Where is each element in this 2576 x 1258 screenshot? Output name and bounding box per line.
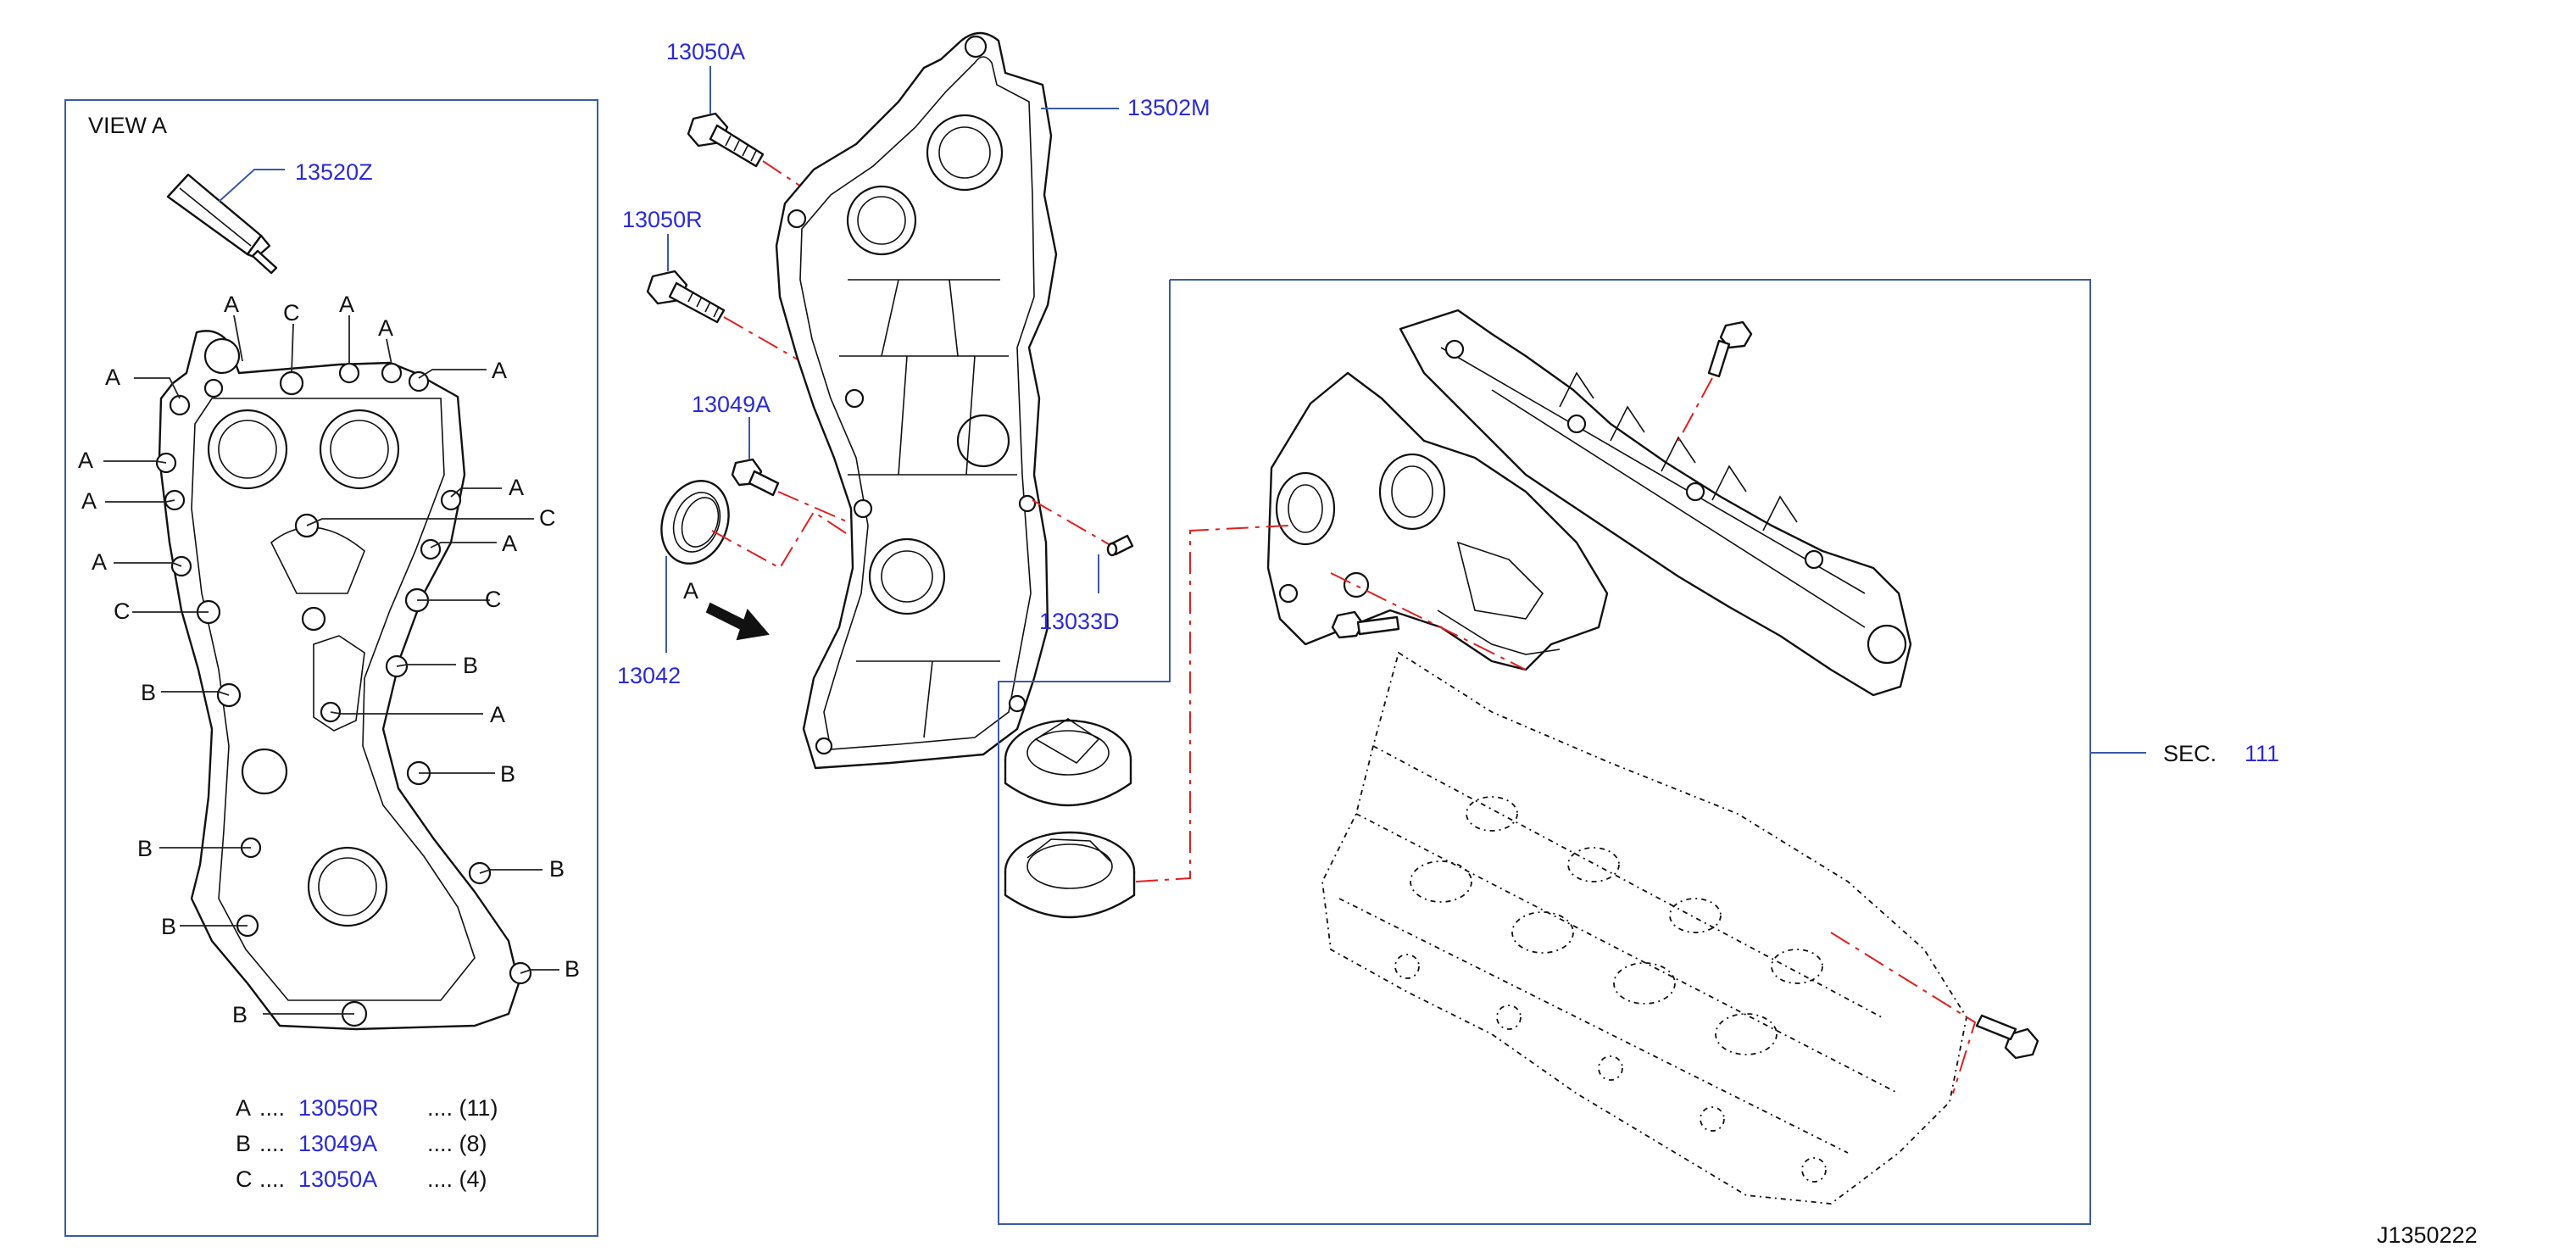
part-13042[interactable]: 13042 — [617, 663, 681, 688]
part-13033d[interactable]: 13033D — [1039, 609, 1120, 634]
cam-phaser-lower — [1004, 831, 1136, 919]
bolt-callout-leaders — [103, 314, 559, 1015]
legend-dots: .... — [259, 1166, 285, 1192]
bolt-letter-b: B — [141, 680, 156, 705]
legend-part[interactable]: 13049A — [298, 1131, 377, 1156]
legend-letter: A — [236, 1095, 251, 1121]
front-cover-13502m — [775, 31, 1058, 770]
pump-housing — [1266, 371, 1609, 671]
centerline — [1677, 377, 1713, 442]
bolt-letter-a: A — [92, 549, 107, 575]
legend-qty: .... (4) — [427, 1166, 487, 1192]
legend-dots: .... — [259, 1131, 285, 1156]
sec-number[interactable]: 111 — [2245, 741, 2279, 766]
bolt-13049a-icon — [731, 458, 780, 497]
view-arrow-label: A — [683, 578, 698, 604]
bolt-letter-b: B — [565, 956, 580, 982]
bolt-letter-a: A — [78, 448, 93, 473]
cam-phaser-upper — [1004, 718, 1132, 807]
legend-qty: .... (11) — [427, 1095, 498, 1121]
centerline — [1330, 572, 1476, 645]
bolt-letter-c: C — [485, 587, 502, 612]
part-13049a[interactable]: 13049A — [692, 392, 771, 417]
bolt-13050r-icon — [646, 270, 726, 324]
bolt-legend: A .... 13050R .... (11) B .... 13049A ..… — [236, 1095, 498, 1192]
timing-cover-view-a — [155, 330, 532, 1031]
bolt-letter-a: A — [81, 488, 97, 514]
centerline — [1830, 932, 1977, 1094]
part-13502m[interactable]: 13502M — [1127, 95, 1210, 120]
sec-111-frame — [998, 279, 2091, 1225]
centerline — [1474, 643, 1527, 671]
part-13050a[interactable]: 13050A — [666, 39, 745, 64]
bolt-letter-a: A — [502, 531, 517, 556]
bolt-letter-a: A — [492, 358, 507, 383]
legend-letter: C — [236, 1166, 253, 1192]
bolt-letter-c: C — [114, 598, 131, 624]
view-a-frame — [64, 99, 598, 1237]
head-bolt-icon — [1975, 1014, 2039, 1060]
centerline — [723, 316, 848, 389]
camshaft-bracket — [1399, 309, 1912, 697]
bolt-letter-a: A — [490, 702, 505, 727]
centerline — [777, 491, 857, 526]
bolt-letter-b: B — [232, 1002, 248, 1027]
view-arrow-icon — [705, 602, 770, 641]
oil-seal-icon — [660, 480, 730, 565]
bolt-letter-a: A — [339, 292, 354, 317]
part-13050r[interactable]: 13050R — [622, 207, 703, 232]
view-a-title: VIEW A — [88, 113, 167, 138]
centerline — [1135, 525, 1289, 882]
bolt-letter-c: C — [283, 300, 300, 326]
legend-part[interactable]: 13050A — [298, 1166, 377, 1192]
dowel-pin-icon — [1106, 534, 1134, 557]
bolt-letter-b: B — [500, 761, 515, 787]
sealant-tube-icon — [166, 173, 278, 275]
bolt-letter-a: A — [105, 365, 120, 390]
bolt-letter-b: B — [549, 856, 565, 882]
legend-dots: .... — [259, 1095, 285, 1121]
bolt-13050a-icon — [687, 112, 765, 168]
part-13520z[interactable]: 13520Z — [295, 159, 373, 185]
sec-label: SEC. — [2163, 741, 2217, 766]
pump-bolt-icon — [1331, 610, 1400, 639]
bolt-letter-a: A — [224, 292, 239, 317]
bolt-letter-b: B — [161, 914, 176, 939]
leader-13520z — [218, 169, 285, 203]
bolt-letter-a: A — [509, 475, 524, 500]
bolt-letter-c: C — [539, 505, 556, 531]
centerline — [711, 510, 874, 570]
legend-letter: B — [236, 1131, 251, 1156]
bolt-letter-b: B — [137, 836, 153, 861]
bolt-letter-b: B — [463, 653, 478, 678]
bolt-letter-a: A — [378, 315, 393, 341]
centerline — [1032, 499, 1110, 545]
bracket-bolt-icon — [1707, 320, 1753, 378]
cylinder-head-ghost — [1321, 651, 1967, 1205]
diagram-code: J1350222 — [2377, 1222, 2478, 1248]
legend-qty: .... (8) — [427, 1131, 487, 1156]
legend-part[interactable]: 13050R — [298, 1095, 379, 1121]
